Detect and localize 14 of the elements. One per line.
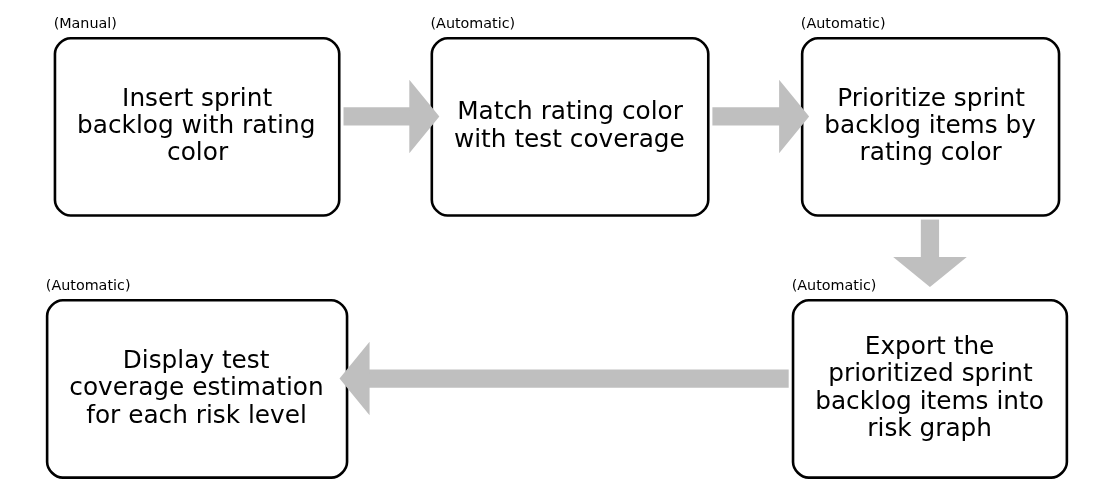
node-label: (Automatic)	[45, 276, 131, 293]
node-label: (Manual)	[53, 14, 117, 31]
node-label: (Automatic)	[800, 14, 886, 31]
node-label: (Automatic)	[430, 14, 516, 31]
node-box: Export the prioritized sprint backlog items into risk graph	[791, 299, 1069, 479]
node-label: (Automatic)	[791, 276, 877, 293]
node-box: Display test coverage estimation for each risk level	[45, 299, 349, 479]
arrow	[893, 219, 967, 288]
node-box: Prioritize sprint backlog items by rating color	[800, 36, 1061, 217]
arrow	[343, 79, 440, 154]
node-box: Insert sprint backlog with rating color	[53, 36, 341, 217]
arrow	[712, 79, 810, 154]
arrow	[339, 341, 789, 416]
node-box: Match rating color with test coverage	[430, 36, 710, 217]
